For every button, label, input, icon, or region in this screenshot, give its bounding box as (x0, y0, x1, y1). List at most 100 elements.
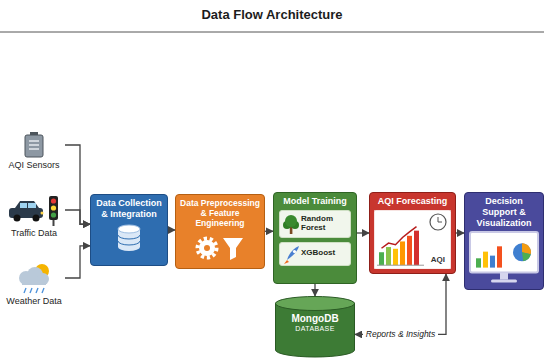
gear-icon (180, 232, 260, 264)
db-band (118, 241, 140, 245)
light-red (51, 198, 56, 203)
clock (430, 214, 446, 230)
chart-bar (379, 252, 384, 265)
monitor-bar (476, 259, 481, 268)
flow-arrow (168, 229, 175, 230)
diagram-title: Data Flow Architecture (0, 7, 544, 22)
source-item: AQI Sensors (3, 132, 65, 171)
gear-hole (204, 245, 210, 251)
source-item: Traffic Data (3, 194, 65, 239)
source-icon (4, 194, 64, 226)
process-box: Decision Support & Visualization (464, 192, 544, 290)
chart-bar (414, 230, 419, 265)
light-pole (53, 220, 55, 226)
monitor-base (491, 280, 517, 283)
flow-arrow (265, 231, 273, 232)
database-cylinder: MongoDBDATABASE (275, 296, 355, 358)
monitor-bar (483, 252, 488, 268)
clock-hand (438, 217, 439, 222)
traffic-icon (9, 196, 58, 226)
node-label: MongoDB (275, 313, 355, 325)
rocket-window (293, 250, 296, 253)
node-label: Model Training (276, 196, 354, 207)
tree-icon (282, 213, 300, 235)
rain-drop (42, 288, 44, 293)
cylinder-body (276, 303, 355, 357)
monitor-icon (469, 231, 539, 285)
chart-bar (386, 247, 391, 265)
weather-icon (19, 264, 49, 293)
rain-drop (24, 288, 26, 293)
car-light (41, 212, 44, 215)
model-box: Model TrainingRandom ForestXGBoost (273, 192, 357, 284)
sensor-body (25, 135, 43, 157)
clock-hand (438, 221, 442, 222)
chart-panel (374, 210, 451, 269)
node-label: Data Collection & Integration (93, 198, 165, 220)
trend-line (382, 226, 417, 248)
db-icon (95, 223, 163, 251)
rocket-body (287, 246, 299, 260)
flow-arrow (357, 232, 369, 233)
node-label: AQI Forecasting (372, 196, 453, 207)
car-cabin (15, 201, 39, 208)
sensor-vent (29, 144, 39, 146)
chart-bar (407, 236, 412, 265)
model-item: Random Forest (279, 210, 351, 238)
monitor-screen (470, 232, 538, 273)
chart-bar (400, 241, 405, 265)
node-label: Decision Support & Visualization (467, 196, 541, 228)
db-band (118, 235, 140, 239)
pie-slice (522, 253, 531, 262)
car-wheel (14, 215, 21, 222)
rocket-icon (282, 243, 300, 265)
model-item: XGBoost (279, 242, 351, 266)
node-label: Weather Data (3, 296, 65, 307)
rain-drop (36, 288, 38, 293)
rain-drop (30, 288, 32, 293)
node-label: Traffic Data (3, 228, 65, 239)
flow-arrow (65, 145, 90, 224)
light-green (51, 212, 56, 217)
sensor-vent (29, 148, 39, 150)
gear-body (199, 240, 215, 256)
tree-crown (285, 215, 297, 227)
process-box: Data Preprocessing & Feature Engineering (175, 194, 265, 269)
sensor-vent (29, 140, 39, 142)
funnel (223, 238, 243, 260)
monitor-stand (500, 273, 508, 280)
gear-teeth (198, 238, 217, 257)
node-sublabel: AQI (431, 255, 445, 264)
db-top (118, 225, 140, 233)
flow-arrow (65, 210, 90, 224)
car-wheel (33, 215, 40, 222)
rocket-flame (284, 260, 289, 264)
node-label: Data Preprocessing & Feature Engineering (178, 198, 262, 229)
pie-chart (513, 244, 531, 262)
node-label: AQI Sensors (3, 160, 65, 171)
flow-arrow (65, 246, 90, 278)
cloud (22, 278, 46, 285)
source-item: Weather Data (3, 262, 65, 307)
monitor-bar (497, 247, 502, 268)
car-window (20, 203, 27, 208)
edge-label: Reports & Insights (363, 329, 438, 339)
car-window (28, 203, 36, 208)
process-box: Data Collection & Integration (90, 194, 168, 266)
monitor-bar (490, 256, 495, 268)
flow-arrow (355, 274, 446, 334)
source-icon (4, 132, 64, 158)
cylinder-top (276, 297, 355, 311)
process-box: AQI ForecastingAQI (369, 192, 456, 274)
node-sublabel: DATABASE (275, 325, 355, 333)
source-icon (4, 262, 64, 294)
traffic-light (49, 196, 58, 220)
title-rule (0, 32, 544, 33)
chart-axis (377, 265, 424, 266)
chart-bar (393, 249, 398, 265)
node-label: XGBoost (280, 247, 337, 260)
node-label: Random Forest (280, 213, 350, 235)
light-yellow (51, 205, 56, 210)
